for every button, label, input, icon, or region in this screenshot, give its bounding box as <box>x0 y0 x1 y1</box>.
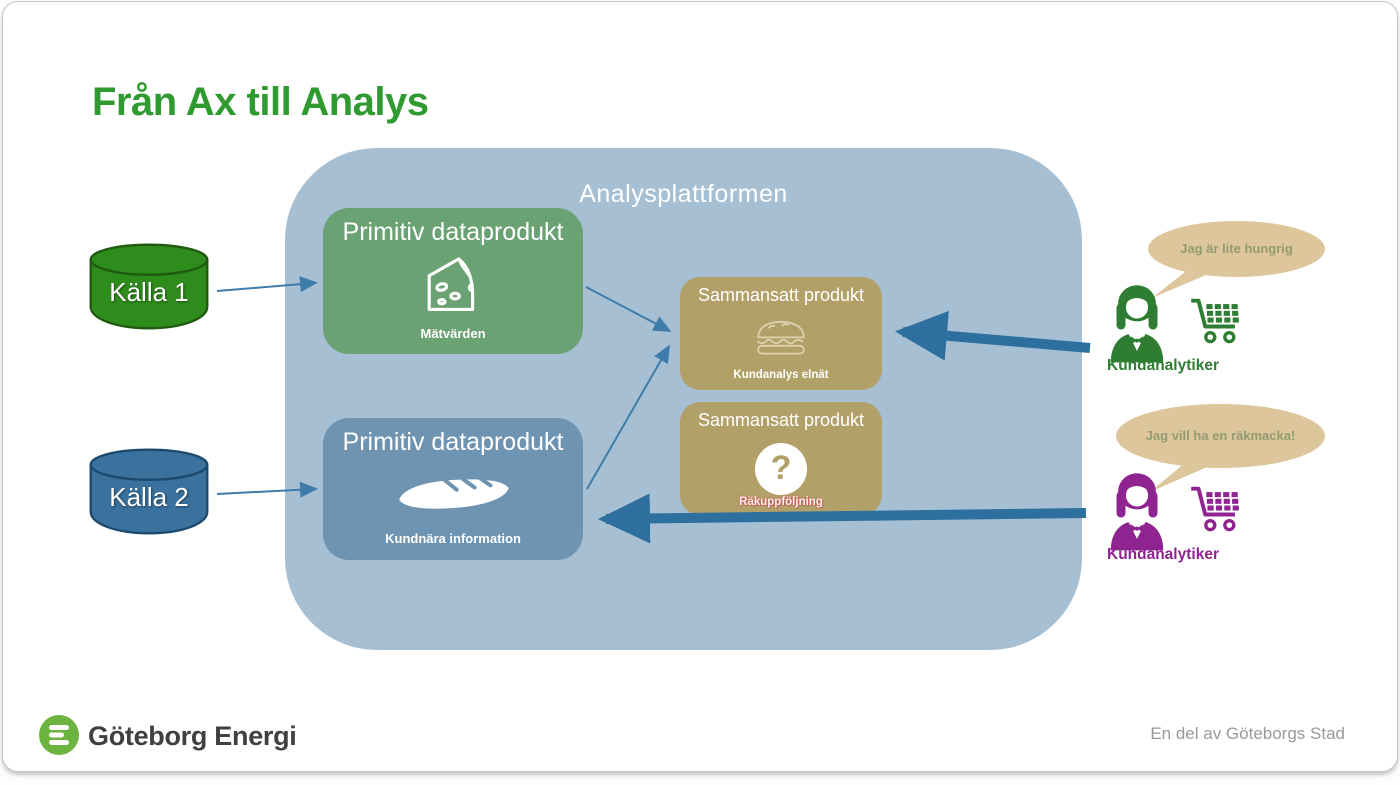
shopping-cart-icon <box>1188 294 1246 350</box>
composite-product-rakuppfoljning: Sammansatt produkt ? Räkuppföljning <box>680 402 882 515</box>
analyst-label: Kundanalytiker <box>1107 357 1219 374</box>
question-icon: ? <box>755 433 807 504</box>
analyst-label: Kundanalytiker <box>1107 546 1219 563</box>
speech-bubble-hungry: Jag är lite hungrig <box>1148 221 1325 277</box>
composite-product-caption: Räkuppföljning <box>739 496 823 508</box>
primitive-product-caption: Kundnära information <box>385 531 521 546</box>
goteborg-energi-logo-icon <box>38 714 80 756</box>
database-cylinder-icon <box>89 448 209 535</box>
speech-text: Jag vill ha en räkmacka! <box>1145 428 1296 444</box>
footer-tagline: En del av Göteborgs Stad <box>1150 724 1345 743</box>
shopping-cart-icon <box>1188 482 1246 538</box>
source-database-1: Källa 1 <box>83 239 215 333</box>
sandwich-icon <box>751 306 811 369</box>
source-database-2: Källa 2 <box>83 444 215 538</box>
baguette-icon <box>393 457 513 531</box>
speech-bubble-rakmacka: Jag vill ha en räkmacka! <box>1116 404 1325 468</box>
analyst-person-icon <box>1093 470 1181 552</box>
composite-product-kundanalys: Sammansatt produkt Kundanalys elnät <box>680 277 882 390</box>
primitive-product-title: Primitiv dataprodukt <box>342 218 564 246</box>
cheese-icon <box>417 247 489 326</box>
primitive-product-title: Primitiv dataprodukt <box>342 428 564 456</box>
composite-product-caption: Kundanalys elnät <box>733 369 829 381</box>
primitive-product-measurements: Primitiv dataprodukt Mätvärden <box>323 208 583 354</box>
analyst-person-icon <box>1093 282 1181 364</box>
source-2-label: Källa 2 <box>109 481 189 512</box>
brand-name: Göteborg Energi <box>88 721 297 751</box>
composite-product-title: Sammansatt produkt <box>697 410 865 430</box>
database-cylinder-icon <box>89 243 209 330</box>
question-glyph: ? <box>755 442 807 495</box>
source-1-label: Källa 1 <box>109 276 189 307</box>
primitive-product-caption: Mätvärden <box>420 326 486 341</box>
analysis-platform-label: Analysplattformen <box>579 180 788 208</box>
primitive-product-customer-info: Primitiv dataprodukt Kundnära informatio… <box>323 418 583 560</box>
composite-product-title: Sammansatt produkt <box>697 285 865 305</box>
speech-text: Jag är lite hungrig <box>1180 241 1293 257</box>
page-title: Från Ax till Analys <box>92 80 429 124</box>
